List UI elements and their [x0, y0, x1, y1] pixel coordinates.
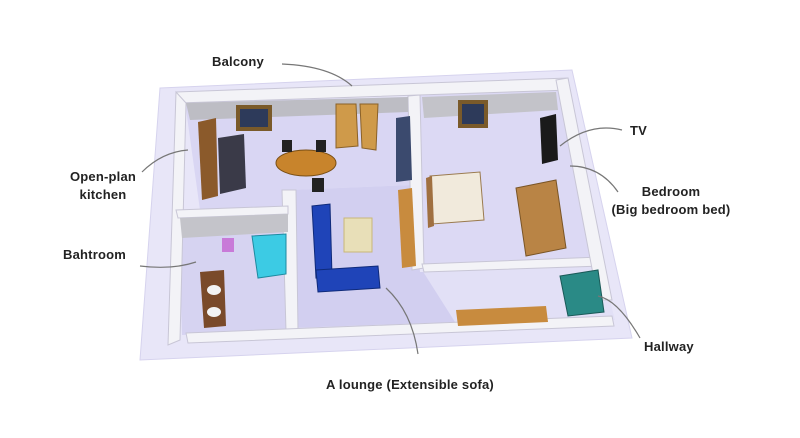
table-icon: [275, 140, 337, 192]
label-balcony: Balcony: [212, 54, 264, 69]
label-bedroom-line1: Bedroom: [641, 184, 701, 199]
hallway-cabinet: [559, 269, 605, 317]
sofa-icon: [311, 203, 381, 293]
toilet: [222, 238, 234, 252]
kitchen-counter: [198, 118, 246, 200]
coffee-table: [343, 217, 373, 253]
label-kitchen-line2: kitchen: [79, 187, 127, 202]
bathtub-icon: [251, 233, 287, 279]
bathroom-wall-side: [180, 214, 288, 238]
leader-lines: [139, 63, 641, 355]
label-bedroom: Bedroom (Big bedroom bed): [588, 183, 754, 219]
bed-icon: [426, 171, 485, 228]
tv-icon: [540, 114, 558, 164]
label-kitchen-line1: Open-plan: [69, 169, 137, 184]
lounge-cabinet: [398, 188, 416, 268]
bedroom-wall-side: [422, 92, 558, 118]
label-kitchen: Open-plan kitchen: [62, 168, 144, 204]
label-lounge: A lounge (Extensible sofa): [326, 377, 494, 392]
label-bedroom-line2: (Big bedroom bed): [611, 202, 731, 217]
label-bathroom: Bahtroom: [63, 247, 126, 262]
bathroom-counter: [200, 270, 226, 328]
hallway-bench: [456, 306, 548, 326]
shelf: [396, 116, 412, 182]
window-icon: [236, 100, 488, 131]
wardrobe: [515, 179, 567, 257]
label-hallway: Hallway: [644, 339, 694, 354]
door-icon: [335, 103, 379, 151]
label-tv: TV: [630, 123, 648, 138]
